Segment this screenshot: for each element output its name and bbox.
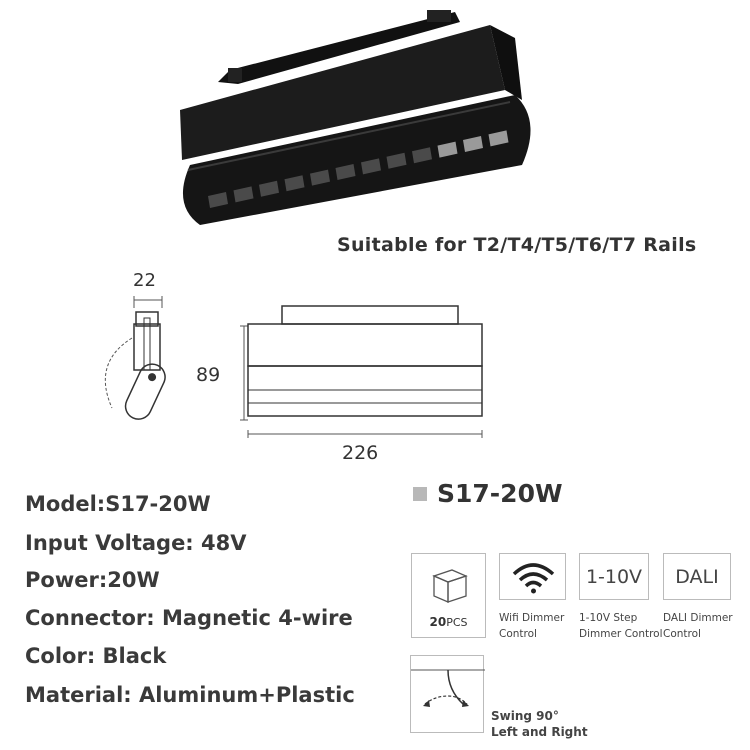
swing-arrow-icon: [411, 669, 485, 707]
lens-slot: [284, 175, 305, 192]
spec-model-label: Model:: [25, 492, 106, 516]
lens-slot: [361, 158, 381, 175]
front-view-drawing: [240, 305, 483, 438]
lens-slot: [463, 136, 483, 152]
product-photo: [180, 10, 531, 225]
spec-connector: Connector: Magnetic 4-wire: [25, 606, 353, 630]
side-view-drawing: [104, 296, 166, 420]
lens-slot: [437, 141, 458, 158]
spec-color-label: Color:: [25, 644, 96, 668]
lens-slot: [208, 192, 228, 208]
model-heading: S17-20W: [413, 479, 563, 508]
spec-material: Material: Aluminum+Plastic: [25, 683, 355, 707]
spec-connector-value: Magnetic 4-wire: [161, 606, 353, 630]
spec-power-label: Power:: [25, 568, 108, 592]
rails-caption: Suitable for T2/T4/T5/T6/T7 Rails: [337, 234, 697, 256]
lens-slot: [386, 152, 407, 169]
spec-color-value: Black: [102, 644, 167, 668]
spec-voltage-value: 48V: [201, 531, 247, 555]
lens-slot: [310, 169, 330, 186]
lens-slot: [233, 186, 254, 203]
package-quantity-box: 20PCS: [411, 553, 486, 638]
wifi-dimmer-box: [499, 553, 566, 600]
lens-slot: [488, 130, 509, 147]
spec-model-value: S17-20W: [105, 492, 211, 516]
box-icon: [432, 569, 468, 603]
lens-slot: [335, 164, 356, 180]
dimension-width-label: 22: [133, 270, 156, 291]
swing-caption: Swing 90°Left and Right: [491, 709, 588, 739]
wifi-icon: [512, 563, 555, 594]
swing-box: [410, 655, 485, 733]
spec-voltage: Input Voltage: 48V: [25, 531, 247, 555]
dimension-height-label: 89: [196, 364, 221, 386]
step-dimmer-box: 1-10V: [579, 553, 649, 600]
spec-material-value: Aluminum+Plastic: [138, 683, 355, 707]
package-quantity-label: 20PCS: [429, 615, 468, 629]
gray-square-icon: [413, 486, 427, 501]
lens-slot: [412, 147, 432, 164]
model-heading-text: S17-20W: [437, 479, 563, 508]
spec-color: Color: Black: [25, 644, 166, 668]
dali-dimmer-box: DALI: [663, 553, 731, 600]
spec-voltage-label: Input Voltage:: [25, 531, 194, 555]
spec-power: Power:20W: [25, 568, 160, 592]
spec-model: Model:S17-20W: [25, 492, 211, 516]
spec-power-value: 20W: [107, 568, 160, 592]
lens-slot: [259, 180, 279, 197]
spec-material-label: Material:: [25, 683, 132, 707]
spec-connector-label: Connector:: [25, 606, 155, 630]
dimension-length-label: 226: [342, 442, 379, 464]
